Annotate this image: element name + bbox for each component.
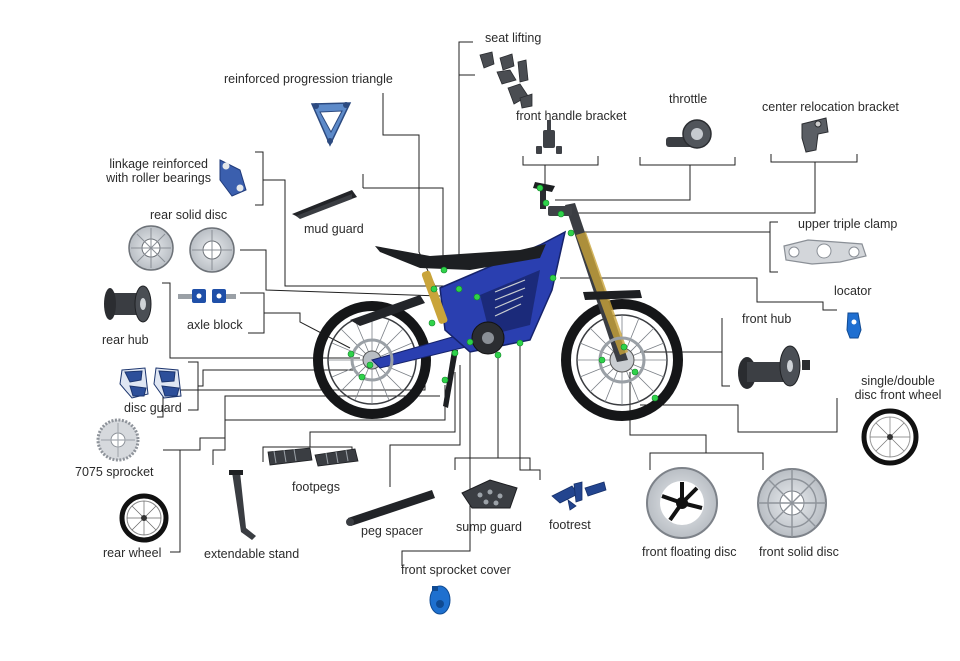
progression-triangle-icon xyxy=(312,102,350,145)
label-footpegs: footpegs xyxy=(292,480,340,494)
sprocket-icon xyxy=(98,420,138,460)
extendable-stand-icon xyxy=(229,470,256,540)
center-relocation-bracket-icon xyxy=(802,118,828,152)
label-axle-block: axle block xyxy=(187,318,243,332)
label-front-floating-disc: front floating disc xyxy=(642,545,737,559)
upper-triple-clamp-icon xyxy=(784,240,866,264)
rear-hub-icon xyxy=(104,286,151,322)
mud-guard-icon xyxy=(292,190,357,219)
label-footrest: footrest xyxy=(549,518,591,532)
footpegs-icon xyxy=(268,448,358,466)
label-peg-spacer: peg spacer xyxy=(361,524,423,538)
throttle-icon xyxy=(666,120,711,148)
peg-spacer-icon xyxy=(346,490,435,526)
label-single-double-line1: single/double xyxy=(861,374,935,388)
label-rear-wheel: rear wheel xyxy=(103,546,161,560)
axle-block-icon xyxy=(178,289,236,303)
disc-guard-icon xyxy=(120,368,181,398)
front-hub-icon xyxy=(738,346,810,389)
label-upper-triple-clamp: upper triple clamp xyxy=(798,217,897,231)
rear-solid-disc-icon xyxy=(129,226,234,272)
label-sump-guard: sump guard xyxy=(456,520,522,534)
label-center-relocation-bracket: center relocation bracket xyxy=(762,100,899,114)
front-handle-bracket-icon xyxy=(536,120,562,154)
label-7075-sprocket: 7075 sprocket xyxy=(75,465,154,479)
label-front-solid-disc: front solid disc xyxy=(759,545,839,559)
front-solid-disc-icon xyxy=(758,469,826,537)
label-extendable-stand: extendable stand xyxy=(204,547,299,561)
front-sprocket-cover-icon xyxy=(430,586,450,614)
label-front-hub: front hub xyxy=(742,312,791,326)
label-mud-guard: mud guard xyxy=(304,222,364,236)
locator-icon xyxy=(847,313,861,338)
label-front-sprocket-cover: front sprocket cover xyxy=(401,563,511,577)
seat-lifting-icon xyxy=(480,52,532,108)
label-seat-lifting: seat lifting xyxy=(485,31,541,45)
label-front-handle-bracket: front handle bracket xyxy=(516,109,627,123)
front-wheel-icon xyxy=(864,411,916,463)
label-linkage-reinforced-line1: linkage reinforced xyxy=(109,157,208,171)
label-throttle: throttle xyxy=(669,92,707,106)
label-reinforced-progression-triangle: reinforced progression triangle xyxy=(224,72,393,86)
footrest-icon xyxy=(552,482,606,510)
label-disc-guard: disc guard xyxy=(124,401,182,415)
label-rear-solid-disc: rear solid disc xyxy=(150,208,227,222)
label-locator: locator xyxy=(834,284,872,298)
front-floating-disc-icon xyxy=(647,468,717,538)
label-single-double-line2: disc front wheel xyxy=(855,388,942,402)
label-rear-hub: rear hub xyxy=(102,333,149,347)
linkage-icon xyxy=(220,160,246,196)
label-linkage-reinforced-line2: with roller bearings xyxy=(106,171,211,185)
rear-wheel-icon xyxy=(122,496,166,540)
